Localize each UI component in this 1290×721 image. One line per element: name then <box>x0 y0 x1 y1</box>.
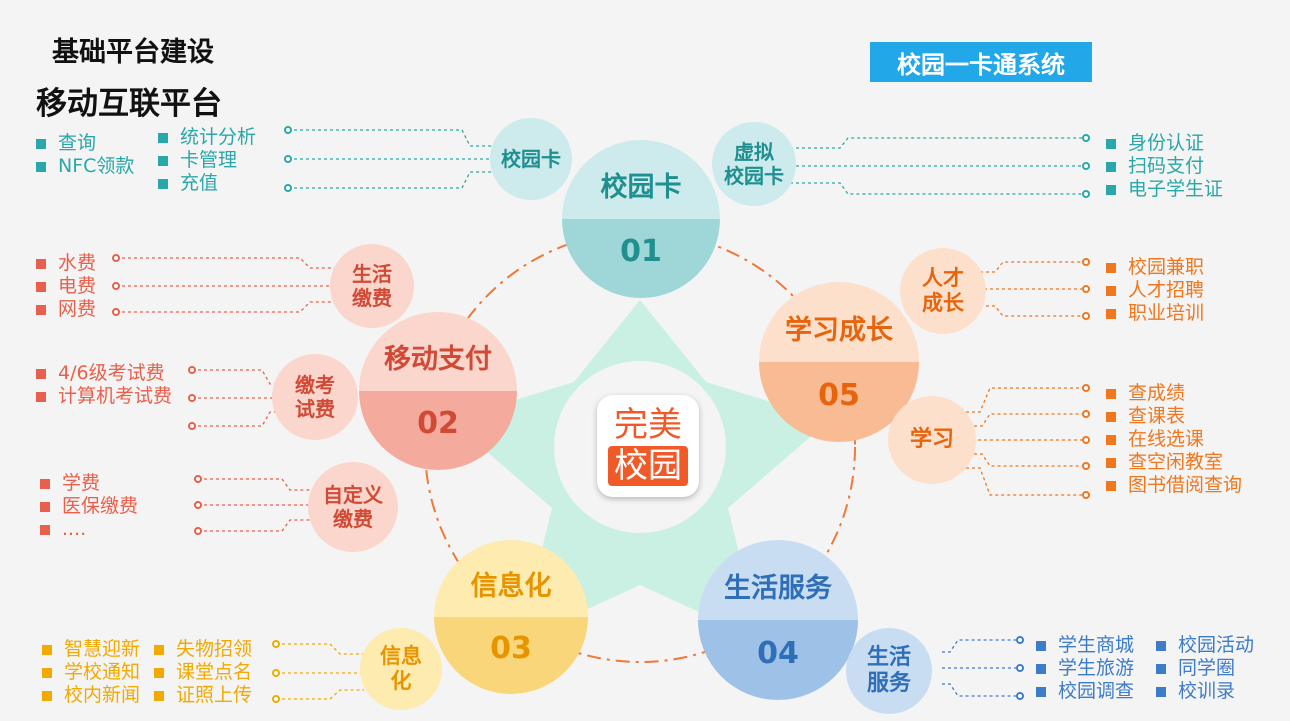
list-item: 充值 <box>158 172 256 195</box>
connectors-living <box>116 257 336 313</box>
list-item: 学费 <box>40 472 138 495</box>
list-item: 水费 <box>36 252 96 275</box>
satellite-life-service: 生活 服务 <box>846 628 932 714</box>
list-item: 学生旅游 <box>1036 657 1134 680</box>
connectors-exam <box>192 369 280 427</box>
list-item: 学校通知 <box>42 661 140 684</box>
list-info-a: 智慧迎新 学校通知 校内新闻 <box>42 638 140 707</box>
hub-mobile-pay: 移动支付 02 <box>359 312 517 470</box>
list-item: 同学圈 <box>1156 657 1254 680</box>
list-item: 校园活动 <box>1156 634 1254 657</box>
hub-campus-card-number: 01 <box>562 219 720 298</box>
list-talent-growth: 校园兼职 人才招聘 职业培训 <box>1106 256 1204 325</box>
list-item: 校训录 <box>1156 680 1254 703</box>
list-study: 查成绩 查课表 在线选课 查空闲教室 图书借阅查询 <box>1106 382 1242 497</box>
list-item: 校园调查 <box>1036 680 1134 703</box>
system-tag: 校园一卡通系统 <box>870 42 1092 82</box>
list-item: 学生商城 <box>1036 634 1134 657</box>
list-custom-fee: 学费 医保缴费 .... <box>40 472 138 541</box>
list-item: 智慧迎新 <box>42 638 140 661</box>
list-living-fee: 水费 电费 网费 <box>36 252 96 321</box>
satellite-exam-fee: 缴考 试费 <box>272 354 358 440</box>
connectors-custom <box>198 478 312 532</box>
hub-informatization-title: 信息化 <box>434 540 588 617</box>
satellite-info: 信息 化 <box>360 628 442 710</box>
list-virtual-card: 身份认证 扫码支付 电子学生证 <box>1106 132 1223 201</box>
hub-mobile-pay-title: 移动支付 <box>359 312 517 391</box>
satellite-living-fee: 生活 缴费 <box>330 244 414 328</box>
hub-mobile-pay-number: 02 <box>359 391 517 470</box>
list-card-left-b: 统计分析 卡管理 充值 <box>158 126 256 195</box>
header-title-foundation: 基础平台建设 <box>52 37 214 68</box>
list-item: 卡管理 <box>158 149 256 172</box>
list-item: 4/6级考试费 <box>36 362 172 385</box>
header-title-mobile-platform: 移动互联平台 <box>36 86 222 122</box>
list-item: 查空闲教室 <box>1106 451 1242 474</box>
list-item: .... <box>40 518 138 541</box>
logo-text-top: 完美 <box>614 405 682 445</box>
hub-life-service: 生活服务 04 <box>698 540 858 700</box>
hub-informatization-number: 03 <box>434 617 588 694</box>
list-item: 证照上传 <box>154 684 252 707</box>
list-info-b: 失物招领 课堂点名 证照上传 <box>154 638 252 707</box>
list-item: 查询 <box>36 132 134 155</box>
list-item: NFC领款 <box>36 155 134 178</box>
list-card-left-a: 查询 NFC领款 <box>36 132 134 178</box>
app-logo: 完美 校园 <box>597 395 699 497</box>
list-item: 在线选课 <box>1106 428 1242 451</box>
connectors-info <box>276 643 364 700</box>
satellite-study: 学习 <box>888 396 976 484</box>
satellite-virtual-card: 虚拟 校园卡 <box>712 122 796 206</box>
satellite-talent-growth: 人才 成长 <box>900 248 986 334</box>
hub-life-service-number: 04 <box>698 620 858 700</box>
list-item: 电费 <box>36 275 96 298</box>
satellite-custom-fee: 自定义 缴费 <box>308 462 398 552</box>
list-item: 扫码支付 <box>1106 155 1223 178</box>
list-item: 职业培训 <box>1106 302 1204 325</box>
list-item: 失物招领 <box>154 638 252 661</box>
hub-campus-card-title: 校园卡 <box>562 140 720 219</box>
connectors-life <box>942 639 1020 697</box>
list-item: 人才招聘 <box>1106 279 1204 302</box>
list-item: 身份认证 <box>1106 132 1223 155</box>
list-item: 统计分析 <box>158 126 256 149</box>
connectors-card-left <box>288 129 492 189</box>
hub-campus-card: 校园卡 01 <box>562 140 720 298</box>
connectors-virtual-right <box>790 137 1085 195</box>
hub-learning-growth-title: 学习成长 <box>759 282 919 362</box>
list-life-b: 校园活动 同学圈 校训录 <box>1156 634 1254 703</box>
hub-informatization: 信息化 03 <box>434 540 588 694</box>
list-item: 查成绩 <box>1106 382 1242 405</box>
list-item: 查课表 <box>1106 405 1242 428</box>
satellite-campus-card: 校园卡 <box>490 118 572 200</box>
connectors-talent <box>980 261 1085 317</box>
list-item: 电子学生证 <box>1106 178 1223 201</box>
list-item: 网费 <box>36 298 96 321</box>
list-life-a: 学生商城 学生旅游 校园调查 <box>1036 634 1134 703</box>
list-item: 课堂点名 <box>154 661 252 684</box>
list-item: 校园兼职 <box>1106 256 1204 279</box>
list-exam-fee: 4/6级考试费 计算机考试费 <box>36 362 172 408</box>
list-item: 医保缴费 <box>40 495 138 518</box>
connectors-study <box>960 387 1085 496</box>
logo-text-bottom: 校园 <box>608 446 688 486</box>
list-item: 校内新闻 <box>42 684 140 707</box>
list-item: 图书借阅查询 <box>1106 474 1242 497</box>
list-item: 计算机考试费 <box>36 385 172 408</box>
hub-life-service-title: 生活服务 <box>698 540 858 620</box>
